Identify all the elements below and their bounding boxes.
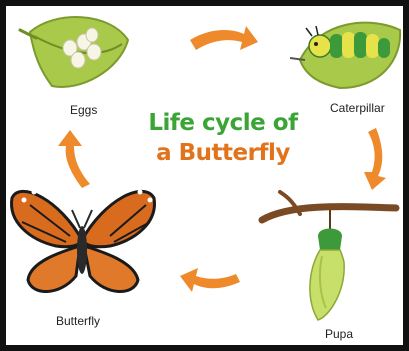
stage-label-caterpillar: Caterpillar <box>330 101 385 115</box>
chrysalis-on-branch-icon <box>262 192 396 320</box>
stage-label-pupa: Pupa <box>325 327 353 341</box>
caterpillar-on-leaf-icon <box>290 23 400 88</box>
title-line-1: Life cycle of <box>128 108 318 138</box>
stage-label-butterfly: Butterfly <box>56 314 100 328</box>
stage-label-eggs: Eggs <box>70 103 97 117</box>
monarch-butterfly-icon <box>12 190 155 292</box>
diagram-title: Life cycle of a Butterfly <box>128 108 318 168</box>
title-line-2: a Butterfly <box>128 138 318 168</box>
leaf-with-eggs-icon <box>20 17 128 87</box>
